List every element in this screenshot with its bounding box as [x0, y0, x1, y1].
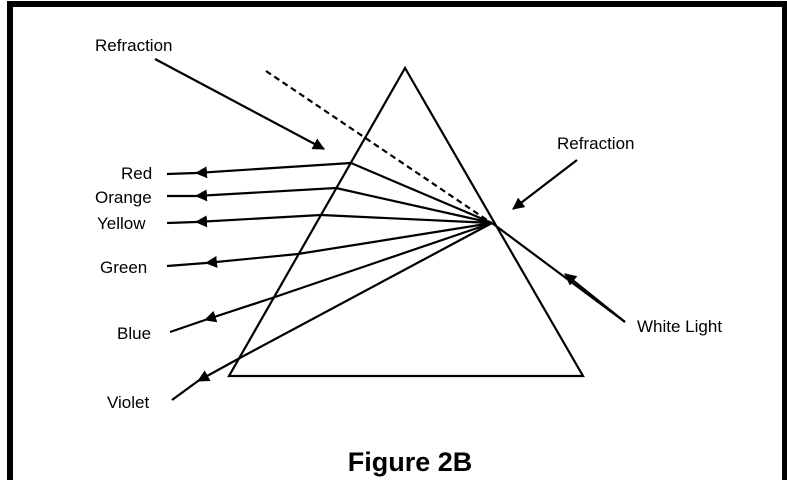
red-label: Red	[121, 164, 152, 183]
violet-ray-arrow	[197, 358, 239, 382]
green-ray-arrow	[205, 252, 299, 268]
yellow-ray-internal	[320, 213, 493, 225]
yellow-label: Yellow	[97, 214, 146, 233]
refraction-right-arrow	[512, 159, 578, 210]
blue-ray-internal	[271, 221, 493, 300]
violet-ray-internal	[237, 222, 493, 360]
blue-leader	[169, 318, 206, 334]
violet-label: Violet	[107, 393, 149, 412]
green-ray-internal	[297, 221, 493, 256]
green-label: Green	[100, 258, 147, 277]
white-light-arrow	[564, 273, 626, 323]
red-ray-arrow	[195, 161, 352, 179]
red-leader	[166, 171, 197, 176]
refraction-right-label: Refraction	[557, 134, 634, 153]
orange-ray-internal	[335, 186, 493, 225]
normal-dashed-line	[265, 70, 488, 221]
orange-label: Orange	[95, 188, 152, 207]
violet-leader	[171, 380, 199, 401]
yellow-ray-arrow	[195, 213, 322, 228]
red-ray-internal	[350, 161, 493, 225]
yellow-leader	[166, 220, 197, 225]
orange-ray-arrow	[195, 186, 337, 202]
refraction-left-label: Refraction	[95, 36, 172, 55]
white-light-label: White Light	[637, 317, 722, 336]
blue-ray-arrow	[204, 296, 273, 323]
blue-label: Blue	[117, 324, 151, 343]
green-leader	[166, 261, 207, 268]
figure-caption: Figure 2B	[348, 447, 473, 477]
prism	[227, 65, 585, 378]
refraction-left-arrow	[154, 58, 325, 150]
